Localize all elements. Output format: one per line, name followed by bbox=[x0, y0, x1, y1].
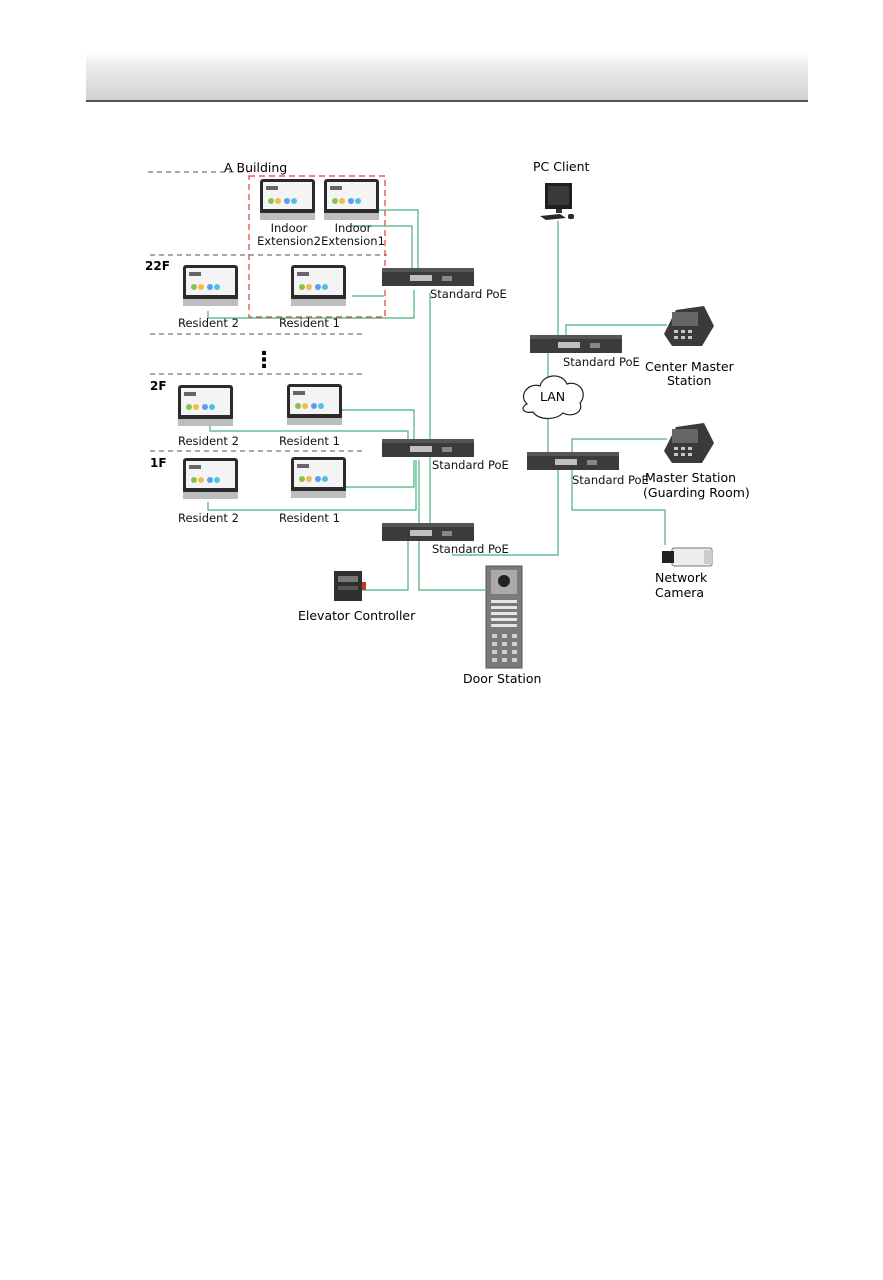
indoor-extension1-label-line1: Indoor bbox=[335, 221, 372, 235]
elevator-controller-label: Elevator Controller bbox=[298, 608, 416, 623]
network-camera-label-line1: Network bbox=[655, 570, 708, 585]
poe-switch-label: Standard PoE bbox=[563, 355, 640, 369]
indoor-monitor-icon bbox=[178, 385, 233, 426]
pc-client-icon bbox=[540, 183, 574, 220]
poe-switch-icon bbox=[527, 452, 619, 470]
resident1-label-2f: Resident 1 bbox=[279, 434, 340, 448]
poe-switch-icon bbox=[382, 523, 474, 541]
poe-switch-icon bbox=[530, 335, 622, 353]
cloud-icon bbox=[522, 375, 584, 420]
indoor-monitor-icon bbox=[291, 457, 346, 498]
indoor-monitor-icon bbox=[287, 384, 342, 425]
network-camera-icon bbox=[662, 547, 713, 567]
poe-switch-label: Standard PoE bbox=[432, 542, 509, 556]
floor-label-1f: 1F bbox=[150, 456, 167, 470]
door-station-icon bbox=[485, 565, 523, 669]
indoor-extension1-label-line2: Extension1 bbox=[321, 234, 385, 248]
resident2-label-22f: Resident 2 bbox=[178, 316, 239, 330]
indoor-monitor-icon bbox=[183, 458, 238, 499]
indoor-extension2-label-line1: Indoor bbox=[271, 221, 308, 235]
indoor-monitor-icon bbox=[183, 265, 238, 306]
indoor-extension1-icon bbox=[324, 179, 379, 220]
door-station-label: Door Station bbox=[463, 671, 541, 686]
indoor-extension2-icon bbox=[260, 179, 315, 220]
indoor-extension2-label-line2: Extension2 bbox=[257, 234, 321, 248]
indoor-monitor-icon bbox=[291, 265, 346, 306]
resident2-label-2f: Resident 2 bbox=[178, 434, 239, 448]
cable-lines bbox=[207, 209, 667, 591]
building-label: A Building bbox=[224, 160, 287, 175]
resident1-label-1f: Resident 1 bbox=[279, 511, 340, 525]
floor-label-2f: 2F bbox=[150, 379, 167, 393]
poe-switch-label: Standard PoE bbox=[432, 458, 509, 472]
poe-switch-icon bbox=[382, 439, 474, 457]
lan-label: LAN bbox=[540, 389, 565, 404]
poe-switch-label: Standard PoE bbox=[572, 473, 649, 487]
building-boundary bbox=[248, 175, 386, 318]
resident2-label-1f: Resident 2 bbox=[178, 511, 239, 525]
page-header-bar bbox=[86, 52, 808, 102]
master-station-icon bbox=[664, 306, 714, 346]
floor-ellipsis: ⋮ bbox=[253, 348, 275, 373]
resident1-label-22f: Resident 1 bbox=[279, 316, 340, 330]
center-master-station-label-line2: Station bbox=[667, 373, 711, 388]
poe-switch-label: Standard PoE bbox=[430, 287, 507, 301]
pc-client-label: PC Client bbox=[533, 159, 590, 174]
elevator-controller-icon bbox=[334, 571, 366, 601]
master-station-icon bbox=[664, 423, 714, 463]
floor-label-22f: 22F bbox=[145, 259, 170, 273]
master-station-label-line1: Master Station bbox=[645, 470, 736, 485]
master-station-label-line2: (Guarding Room) bbox=[643, 485, 750, 500]
floor-divider-lines bbox=[148, 171, 387, 452]
network-camera-label-line2: Camera bbox=[655, 585, 704, 600]
poe-switch-icon bbox=[382, 268, 474, 286]
center-master-station-label-line1: Center Master bbox=[645, 359, 735, 374]
